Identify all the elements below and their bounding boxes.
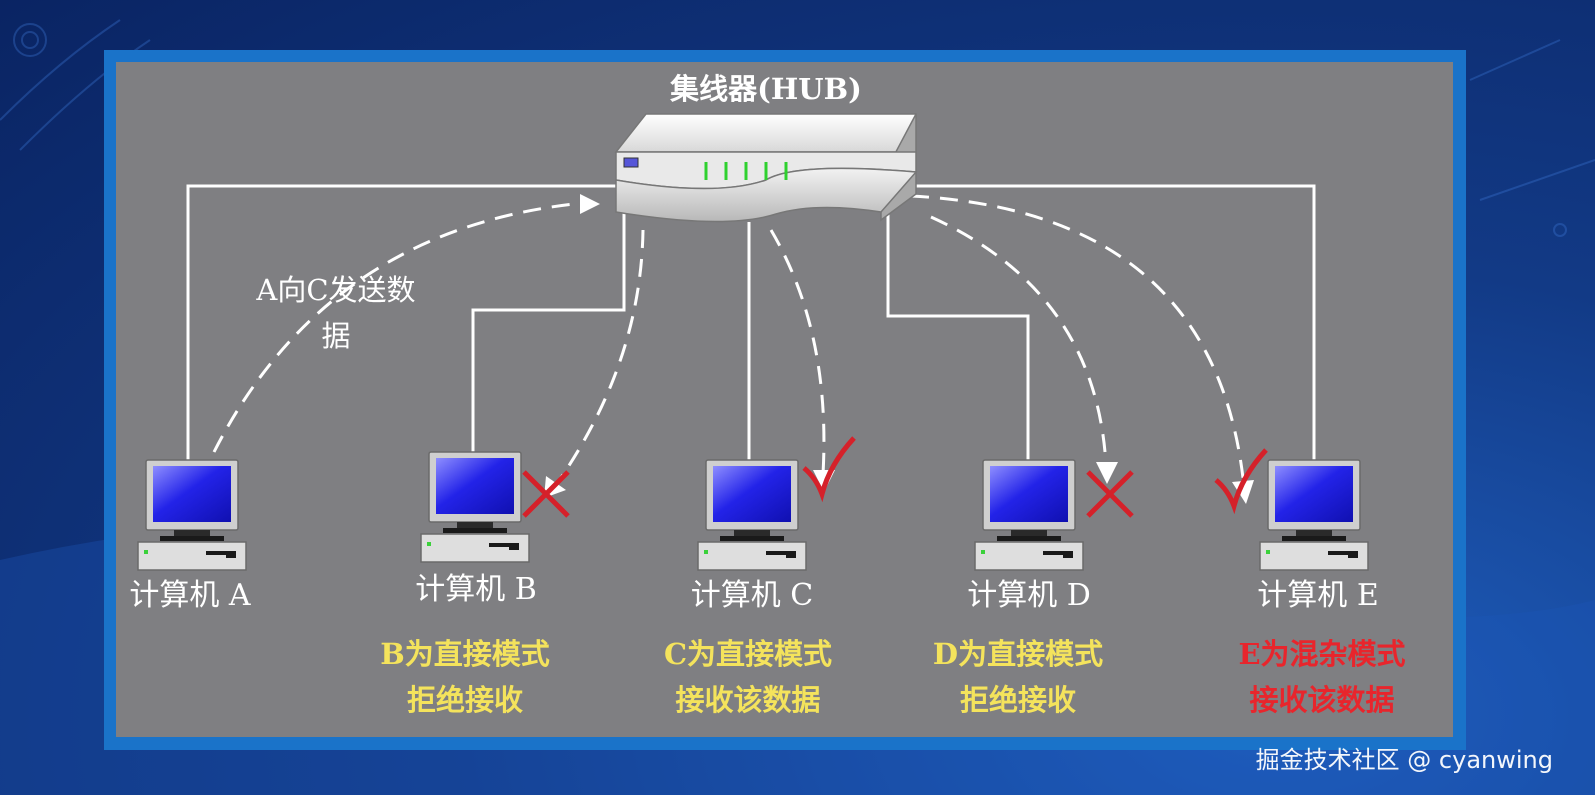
- network-diagram: [137, 113, 1369, 571]
- computer-b-mode-line-2: 拒绝接收: [406, 683, 523, 717]
- computer-e-label: 计算机 E: [1257, 578, 1379, 613]
- hub-device: [614, 113, 918, 223]
- watermark: 掘金技术社区 @ cyanwing: [1255, 746, 1553, 774]
- computer-b-mode: B为直接模式 拒绝接收: [335, 631, 595, 723]
- computer-d-mode: D为直接模式 拒绝接收: [888, 631, 1148, 723]
- computer-a-icon: [137, 459, 247, 571]
- computer-e-mode-line-1: E为混杂模式: [1238, 637, 1406, 671]
- send-note-line-2: 据: [321, 319, 351, 353]
- computer-d-icon: [974, 459, 1084, 571]
- computer-c-mode-line-2: 接收该数据: [675, 683, 821, 717]
- send-note-line-1: A向C发送数: [256, 273, 416, 307]
- cable-b: [471, 212, 626, 454]
- flow-hub-to-d: [930, 215, 1108, 466]
- computer-b-mode-line-1: B为直接模式: [380, 637, 550, 671]
- cable-a: [186, 184, 616, 460]
- computer-b-label: 计算机 B: [415, 572, 537, 607]
- computer-d-mode-line-1: D为直接模式: [932, 637, 1104, 671]
- computer-c-mode: C为直接模式 接收该数据: [618, 631, 878, 723]
- arrow-head-e: [1232, 480, 1254, 504]
- cables: [186, 184, 1316, 460]
- flow-hub-to-b: [556, 229, 645, 483]
- computer-c-label: 计算机 C: [690, 578, 814, 613]
- cable-e: [911, 184, 1316, 460]
- arrow-head-d: [1096, 462, 1118, 484]
- computer-e-icon: [1259, 459, 1369, 571]
- computer-d-mode-line-2: 拒绝接收: [959, 683, 1076, 717]
- flow-a-to-hub: [212, 202, 575, 453]
- check-mark-e-icon: [1216, 450, 1266, 506]
- flow-hub-to-e: [910, 194, 1246, 488]
- hub-title: 集线器(HUB): [670, 72, 862, 106]
- flow-hub-to-c: [769, 229, 826, 475]
- data-flow: [212, 194, 1246, 488]
- arrow-head-hub: [580, 194, 600, 214]
- computer-c-mode-line-1: C为直接模式: [663, 637, 833, 671]
- cross-mark-d-icon: [1088, 472, 1132, 516]
- computer-c-icon: [697, 459, 807, 571]
- computer-b-icon: [420, 451, 530, 563]
- cable-d: [886, 212, 1030, 460]
- check-mark-c-icon: [804, 438, 854, 494]
- diagram-panel: 集线器(HUB) A向C发送数 据 计算机 A 计算机 B 计算机 C 计算机 …: [116, 62, 1453, 737]
- send-note: A向C发送数 据: [236, 267, 436, 359]
- computer-e-mode-line-2: 接收该数据: [1249, 683, 1395, 717]
- computer-a-label: 计算机 A: [129, 578, 251, 613]
- computer-e-mode: E为混杂模式 接收该数据: [1192, 631, 1452, 723]
- computer-d-label: 计算机 D: [967, 578, 1091, 613]
- arrow-heads: [544, 194, 1254, 504]
